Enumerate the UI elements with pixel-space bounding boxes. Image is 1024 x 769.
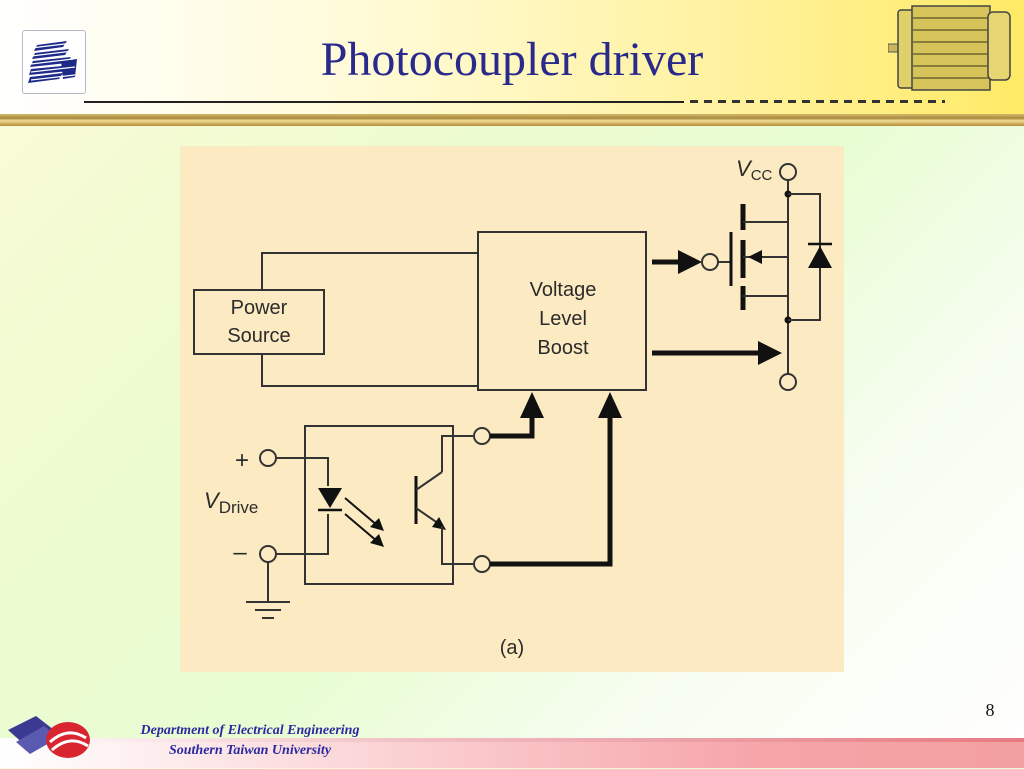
power-wire-bottom: [261, 354, 478, 387]
output-terminal: [779, 373, 797, 391]
title-underline: [84, 101, 684, 103]
motor-icon: [887, 2, 1018, 92]
power-source-label-line2: Source: [227, 325, 290, 347]
footer-band: [0, 738, 1024, 768]
ground-icon: [246, 601, 290, 619]
collector-terminal: [473, 427, 491, 445]
vcc-subscript: CC: [751, 167, 773, 184]
footer-department: Department of Electrical Engineering: [140, 723, 360, 738]
emitter-signal-path: [490, 414, 613, 567]
boost-label-line2: Level: [539, 308, 587, 330]
minus-sign: –: [233, 539, 247, 566]
power-wire-top: [261, 252, 478, 290]
phototransistor-emitter-arrow: [432, 517, 446, 530]
vdrive-minus-terminal: [259, 545, 277, 563]
photocoupler-led: [318, 488, 342, 508]
vdrive-label: VDrive: [204, 488, 258, 517]
header-gold-band: [0, 114, 1024, 126]
mosfet-channel-arrow: [748, 250, 762, 264]
power-source-block: [193, 289, 325, 355]
vdrive-plus-terminal: [259, 449, 277, 467]
collector-signal-path: [490, 414, 535, 439]
title-dashed-underline: [690, 100, 945, 103]
page-number: 8: [985, 700, 995, 720]
footer-text: Department of Electrical Engineering Sou…: [100, 721, 400, 761]
source-drive-arrowhead: [758, 341, 782, 365]
photocoupler-block: [304, 425, 454, 585]
freewheel-diode: [808, 246, 832, 268]
emitter-terminal: [473, 555, 491, 573]
collector-signal-arrowhead: [520, 392, 544, 418]
emitter-signal-arrowhead: [598, 392, 622, 418]
boost-label-line3: Boost: [537, 337, 589, 359]
plus-sign: +: [235, 447, 249, 474]
boost-label-line1: Voltage: [530, 279, 597, 301]
vcc-label: VCC: [736, 156, 773, 184]
vcc-terminal: [779, 163, 797, 181]
department-logo-icon: [6, 712, 96, 764]
footer-university: Southern Taiwan University: [168, 743, 332, 758]
university-logo-icon: [22, 30, 86, 94]
diagram-caption: (a): [500, 637, 524, 659]
voltage-level-boost-block: [477, 231, 647, 391]
gate-terminal: [701, 253, 719, 271]
vdrive-subscript: Drive: [219, 498, 259, 517]
photocoupler-driver-diagram: Power Source Voltage Level Boost: [180, 146, 844, 672]
power-source-label-line1: Power: [231, 297, 288, 319]
gate-drive-arrowhead: [678, 250, 702, 274]
slide-title: Photocoupler driver: [320, 33, 704, 86]
